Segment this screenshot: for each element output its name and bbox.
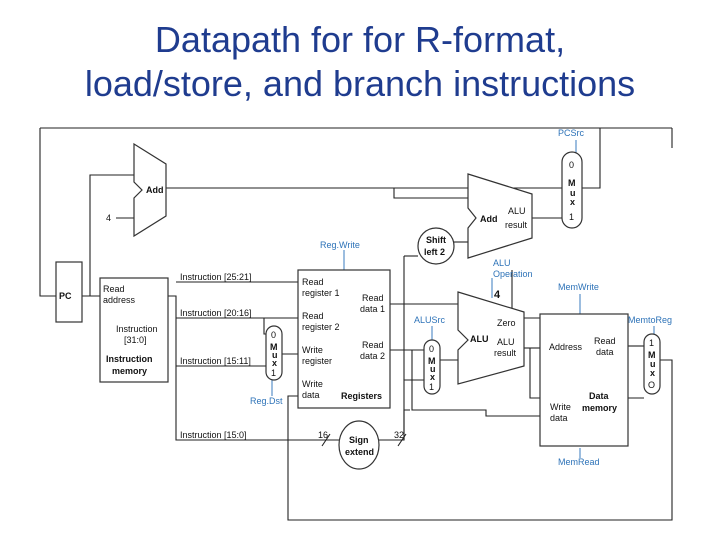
memtoreg-label: MemtoReg bbox=[628, 315, 672, 325]
alusrc-mux: 0 M u x 1 bbox=[423, 339, 441, 395]
svg-text:Read: Read bbox=[594, 336, 616, 346]
svg-text:[31:0]: [31:0] bbox=[124, 335, 147, 345]
svg-text:register 1: register 1 bbox=[302, 288, 340, 298]
svg-text:extend: extend bbox=[345, 447, 374, 457]
memread-label: MemRead bbox=[558, 457, 600, 467]
branch-adder-label: Add bbox=[480, 214, 498, 224]
svg-text:Registers: Registers bbox=[341, 391, 382, 401]
svg-text:Instruction: Instruction bbox=[116, 324, 158, 334]
svg-text:memory: memory bbox=[582, 403, 617, 413]
svg-text:O: O bbox=[648, 380, 655, 390]
alu-operation-width: 4 bbox=[494, 289, 501, 301]
svg-text:Data: Data bbox=[589, 391, 610, 401]
svg-text:M: M bbox=[428, 356, 436, 366]
svg-text:Read: Read bbox=[302, 277, 324, 287]
svg-text:ALU: ALU bbox=[497, 337, 515, 347]
svg-text:Read: Read bbox=[362, 293, 384, 303]
title-line-1: Datapath for for R-format, bbox=[154, 19, 566, 60]
svg-text:0: 0 bbox=[271, 330, 276, 340]
shift-left-2: Shift left 2 bbox=[417, 227, 455, 265]
svg-text:Address: Address bbox=[549, 342, 583, 352]
alu-operation-label-1: ALU bbox=[493, 258, 511, 268]
pc-adder-label: Add bbox=[146, 185, 164, 195]
regdst-label: Reg.Dst bbox=[250, 396, 283, 406]
svg-text:x: x bbox=[430, 372, 435, 382]
svg-text:Read: Read bbox=[302, 311, 324, 321]
svg-text:u: u bbox=[430, 364, 436, 374]
svg-text:Read: Read bbox=[103, 284, 125, 294]
instr-15-11: Instruction [15:11] bbox=[180, 356, 251, 366]
svg-text:memory: memory bbox=[112, 366, 147, 376]
svg-text:Shift: Shift bbox=[426, 235, 446, 245]
title-line-2: load/store, and branch instructions bbox=[84, 63, 636, 104]
branch-adder: Add ALU result bbox=[467, 173, 533, 259]
svg-text:Read: Read bbox=[362, 340, 384, 350]
svg-text:M: M bbox=[568, 178, 576, 188]
regwrite-label: Reg.Write bbox=[320, 240, 360, 250]
alusrc-label: ALUSrc bbox=[414, 315, 446, 325]
svg-text:ALU: ALU bbox=[470, 334, 489, 344]
svg-text:Zero: Zero bbox=[497, 318, 516, 328]
data-memory: Address Read data Write data Data memory bbox=[539, 313, 629, 447]
svg-text:1: 1 bbox=[429, 382, 434, 392]
branch-adder-result: result bbox=[505, 220, 528, 230]
slide-title: Datapath for for R-format, load/store, a… bbox=[0, 18, 720, 106]
regdst-mux: 0 M u x 1 bbox=[265, 325, 283, 381]
svg-text:result: result bbox=[494, 348, 517, 358]
svg-text:0: 0 bbox=[569, 160, 574, 170]
instr-15-0: Instruction [15:0] bbox=[180, 430, 247, 440]
pc-adder: Add bbox=[133, 142, 167, 238]
svg-text:data 2: data 2 bbox=[360, 351, 385, 361]
svg-text:M: M bbox=[648, 350, 656, 360]
program-counter: PC bbox=[55, 261, 83, 323]
instruction-memory: Read address Instruction [31:0] Instruct… bbox=[99, 277, 169, 383]
bits-16: 16 bbox=[318, 430, 328, 440]
svg-text:u: u bbox=[570, 188, 576, 198]
pcsrc-label: PCSrc bbox=[558, 128, 585, 138]
instr-25-21: Instruction [25:21] bbox=[180, 272, 252, 282]
svg-text:register 2: register 2 bbox=[302, 322, 340, 332]
branch-adder-alu: ALU bbox=[508, 206, 526, 216]
svg-text:data: data bbox=[302, 390, 320, 400]
svg-text:register: register bbox=[302, 356, 332, 366]
bits-32: 32 bbox=[394, 430, 404, 440]
svg-text:0: 0 bbox=[429, 344, 434, 354]
sign-extend: Sign extend bbox=[338, 420, 380, 470]
svg-text:left 2: left 2 bbox=[424, 247, 445, 257]
svg-text:address: address bbox=[103, 295, 136, 305]
svg-text:M: M bbox=[270, 342, 278, 352]
pcsrc-mux: 0 M u x 1 bbox=[561, 151, 583, 229]
memwrite-label: MemWrite bbox=[558, 282, 599, 292]
instr-20-16: Instruction [20:16] bbox=[180, 308, 252, 318]
memtoreg-mux: 1 M u x O bbox=[643, 333, 661, 395]
svg-text:x: x bbox=[272, 358, 277, 368]
svg-text:data: data bbox=[596, 347, 614, 357]
register-file: Read register 1 Read register 2 Write re… bbox=[297, 269, 391, 409]
svg-text:x: x bbox=[650, 368, 655, 378]
svg-text:Sign: Sign bbox=[349, 435, 369, 445]
svg-text:x: x bbox=[570, 197, 575, 207]
svg-text:1: 1 bbox=[271, 368, 276, 378]
svg-text:PC: PC bbox=[59, 291, 72, 301]
svg-text:u: u bbox=[650, 359, 656, 369]
svg-text:Write: Write bbox=[550, 402, 571, 412]
main-alu: ALU Zero ALU result bbox=[457, 291, 525, 385]
svg-text:data: data bbox=[550, 413, 568, 423]
svg-text:1: 1 bbox=[649, 338, 654, 348]
svg-text:Instruction: Instruction bbox=[106, 354, 153, 364]
svg-text:data 1: data 1 bbox=[360, 304, 385, 314]
svg-text:u: u bbox=[272, 350, 278, 360]
alu-operation-label-2: Operation bbox=[493, 269, 533, 279]
constant-four: 4 bbox=[106, 213, 111, 223]
svg-text:Write: Write bbox=[302, 345, 323, 355]
svg-text:Write: Write bbox=[302, 379, 323, 389]
svg-text:1: 1 bbox=[569, 212, 574, 222]
